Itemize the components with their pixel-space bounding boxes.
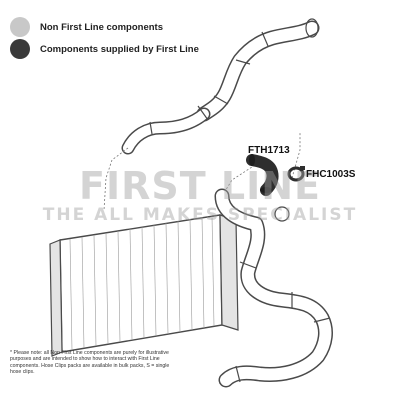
watermark-brand: FIRST LINE bbox=[79, 164, 321, 208]
legend-item-first-line: Components supplied by First Line bbox=[10, 39, 199, 59]
legend-label: Components supplied by First Line bbox=[40, 43, 199, 55]
lower-pipe-bands bbox=[235, 206, 331, 383]
legend-swatch-light bbox=[10, 17, 30, 37]
hose-fth1713 bbox=[246, 154, 279, 196]
upper-pipe bbox=[121, 20, 320, 155]
part-label-fth1713: FTH1713 bbox=[248, 145, 290, 156]
watermark-tagline: THE ALL MAKES SPECIALIST bbox=[42, 205, 358, 225]
legend-item-non-first-line: Non First Line components bbox=[10, 17, 163, 37]
lower-pipe bbox=[214, 188, 333, 388]
intercooler bbox=[49, 214, 239, 357]
upper-pipe-bands bbox=[149, 18, 319, 135]
legend-swatch-dark bbox=[10, 39, 30, 59]
part-label-fhc1003s: FHC1003S bbox=[306, 169, 356, 180]
legend-label: Non First Line components bbox=[40, 21, 163, 33]
clip-fhc1003s bbox=[287, 166, 305, 182]
disclaimer-note: * Please note: all Non First Line compon… bbox=[10, 350, 170, 375]
